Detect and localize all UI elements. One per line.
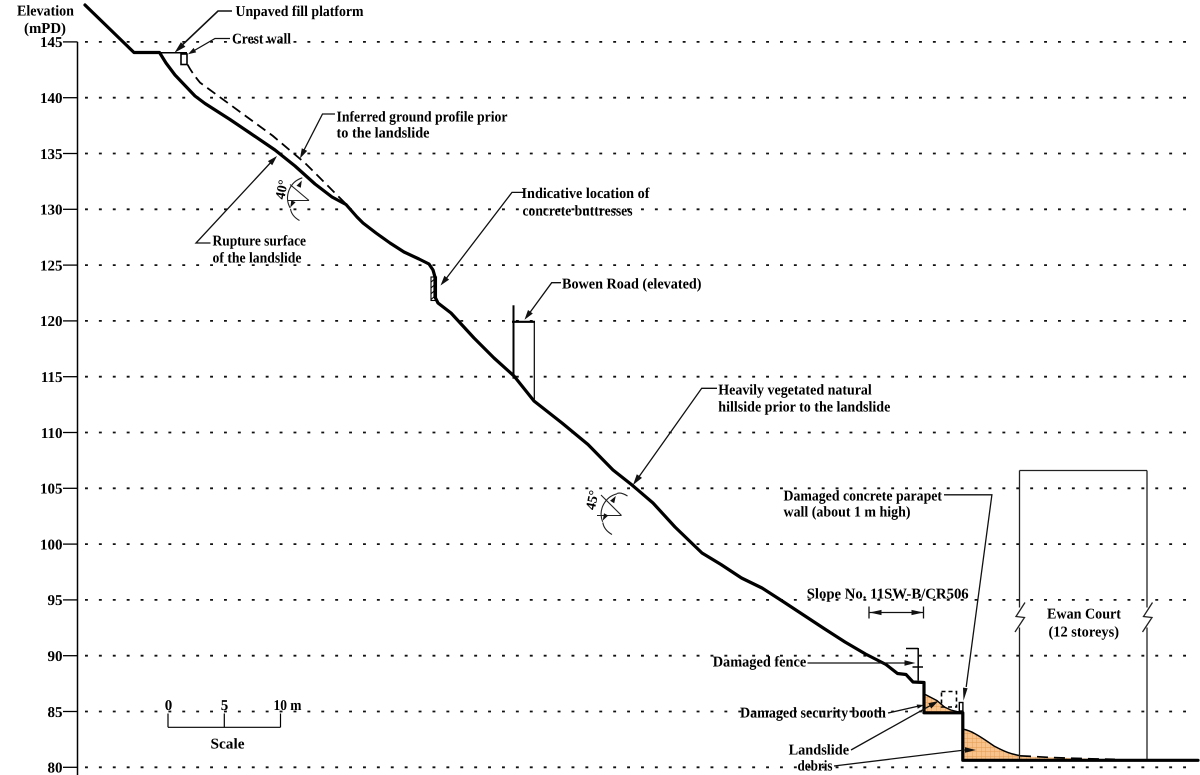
svg-text:80: 80 <box>48 761 63 775</box>
svg-text:Bowen Road (elevated): Bowen Road (elevated) <box>562 277 702 293</box>
svg-text:Inferred ground profile prior: Inferred ground profile prior <box>337 109 508 125</box>
svg-text:Heavily vegetated natural: Heavily vegetated natural <box>718 382 872 398</box>
svg-text:Unpaved fill platform: Unpaved fill platform <box>236 4 364 20</box>
svg-text:(12 storeys): (12 storeys) <box>1049 625 1120 641</box>
svg-text:0: 0 <box>165 698 173 714</box>
svg-text:Ewan Court: Ewan Court <box>1047 607 1121 623</box>
svg-text:130: 130 <box>40 203 63 219</box>
svg-text:100: 100 <box>40 537 63 553</box>
svg-text:Elevation: Elevation <box>17 4 75 20</box>
svg-text:105: 105 <box>40 482 63 498</box>
svg-text:of the landslide: of the landslide <box>213 251 302 267</box>
svg-text:Damaged concrete parapet: Damaged concrete parapet <box>784 489 943 505</box>
svg-text:to the landslide: to the landslide <box>337 125 430 141</box>
svg-text:115: 115 <box>41 370 63 386</box>
svg-text:debris: debris <box>798 759 833 775</box>
svg-text:wall (about 1 m high): wall (about 1 m high) <box>784 505 911 521</box>
svg-text:90: 90 <box>48 649 63 665</box>
svg-text:Scale: Scale <box>211 737 245 753</box>
svg-text:Damaged fence: Damaged fence <box>713 655 807 671</box>
svg-text:135: 135 <box>40 147 63 163</box>
svg-text:140: 140 <box>40 91 63 107</box>
svg-text:concrete buttresses: concrete buttresses <box>523 204 633 220</box>
svg-text:(mPD): (mPD) <box>24 21 66 37</box>
svg-text:Landslide: Landslide <box>789 743 850 759</box>
svg-text:Rupture surface: Rupture surface <box>213 234 307 250</box>
svg-text:10 m: 10 m <box>274 698 302 714</box>
svg-text:85: 85 <box>48 705 63 721</box>
svg-text:Crest wall: Crest wall <box>232 32 291 48</box>
svg-text:Slope No. 11SW-B/CR506: Slope No. 11SW-B/CR506 <box>807 587 969 603</box>
svg-text:110: 110 <box>41 426 63 442</box>
svg-text:5: 5 <box>221 698 229 714</box>
svg-text:45°: 45° <box>584 489 603 511</box>
svg-text:hillside prior to the landslid: hillside prior to the landslide <box>718 399 890 415</box>
svg-text:Indicative location of: Indicative location of <box>522 186 651 202</box>
svg-text:Damaged security booth: Damaged security booth <box>740 706 887 722</box>
svg-text:125: 125 <box>40 258 63 274</box>
svg-text:95: 95 <box>48 593 63 609</box>
svg-text:120: 120 <box>40 314 63 330</box>
svg-text:40°: 40° <box>273 179 292 201</box>
svg-text:145: 145 <box>40 35 63 51</box>
